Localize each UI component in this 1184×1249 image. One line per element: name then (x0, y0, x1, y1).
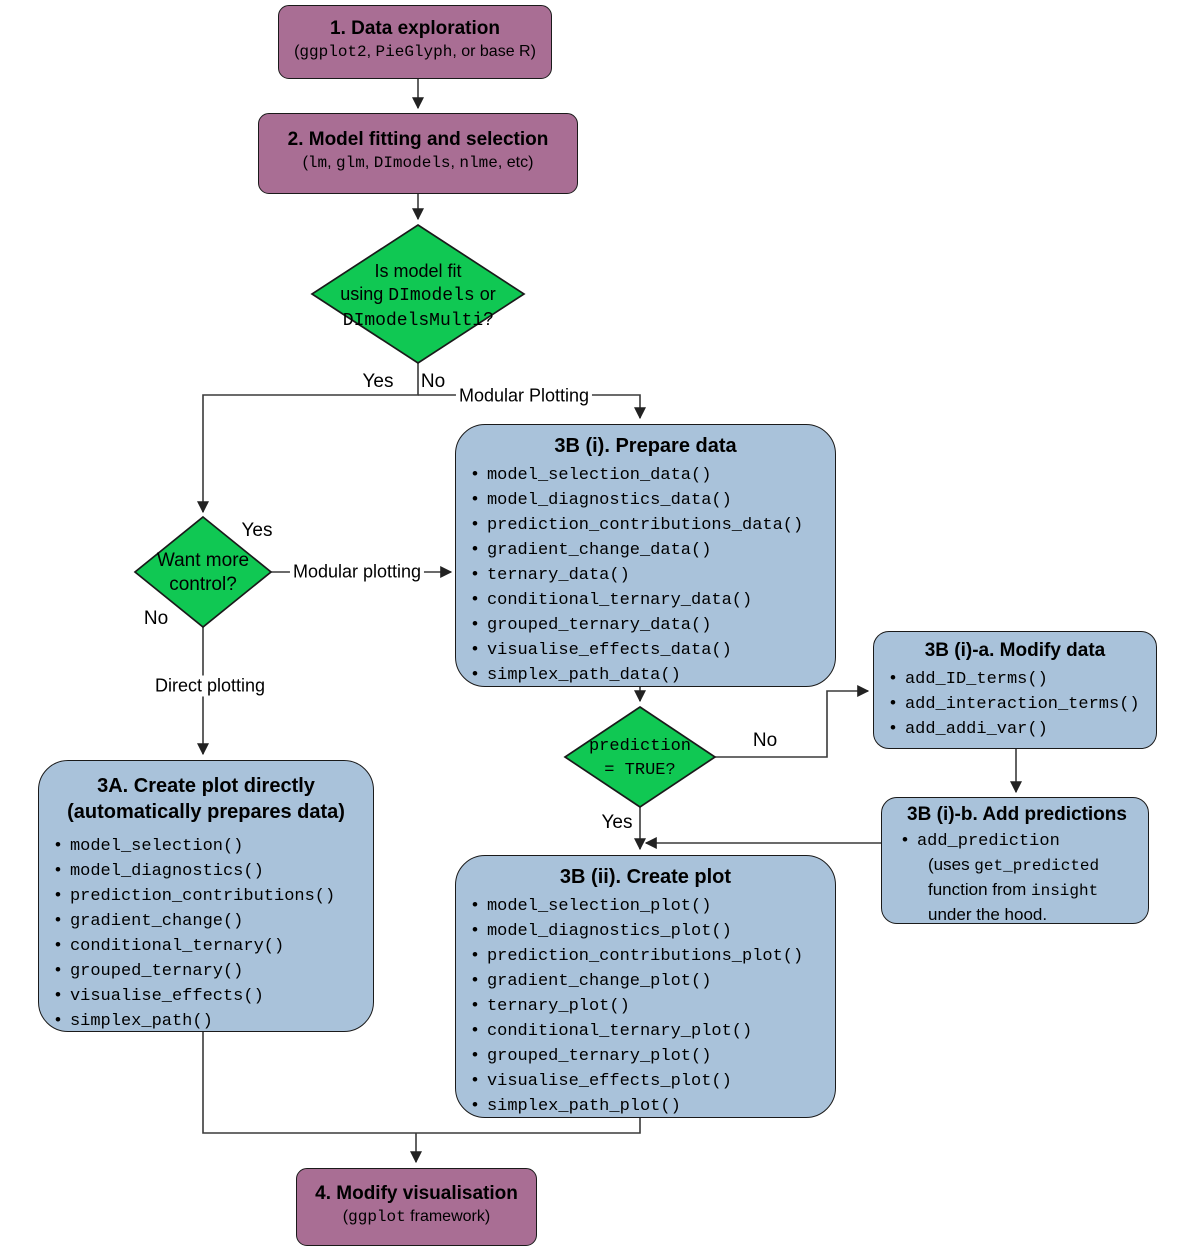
list-item: prediction_contributions_plot() (472, 943, 835, 968)
list-item: gradient_change() (55, 908, 373, 933)
decision-more-control-diamond (133, 515, 273, 629)
function-list: model_selection_plot()model_diagnostics_… (456, 893, 835, 1118)
list-item: ternary_plot() (472, 993, 835, 1018)
node-create-plot-modular: 3B (ii). Create plot model_selection_plo… (455, 855, 836, 1118)
list-item: grouped_ternary_plot() (472, 1043, 835, 1068)
list-item: model_selection_plot() (472, 893, 835, 918)
list-item: model_diagnostics_data() (472, 487, 835, 512)
decision-line: control? (169, 574, 237, 595)
list-item: grouped_ternary_data() (472, 612, 835, 637)
list-item: visualise_effects() (55, 983, 373, 1008)
edge-label-yes-top: Yes (362, 371, 394, 392)
list-item: model_selection() (55, 833, 373, 858)
list-item: conditional_ternary() (55, 933, 373, 958)
function-list: add_ID_terms()add_interaction_terms()add… (874, 666, 1156, 741)
list-item: add_ID_terms() (890, 666, 1156, 691)
list-item: prediction_contributions() (55, 883, 373, 908)
function-list: model_selection_data()model_diagnostics_… (456, 462, 835, 687)
list-item: visualise_effects_plot() (472, 1068, 835, 1093)
node-modify-visualisation: 4. Modify visualisation (ggplot framewor… (296, 1168, 537, 1246)
node-add-predictions: 3B (i)-b. Add predictions add_prediction… (881, 797, 1149, 924)
function-list: model_selection()model_diagnostics()pred… (39, 833, 373, 1033)
list-item: conditional_ternary_plot() (472, 1018, 835, 1043)
decision-prediction-diamond (563, 705, 717, 809)
node-title: 3B (i)-b. Add predictions (907, 804, 1127, 825)
node-title: 4. Modify visualisation (315, 1183, 518, 1204)
edge-decision3-no (715, 685, 870, 758)
list-item: prediction_contributions_data() (472, 512, 835, 537)
decision-more-control-text: Want more control? (133, 549, 273, 597)
edge-label-modular-plotting-mid: Modular plotting (289, 561, 425, 583)
node-title: 3B (ii). Create plot (559, 866, 732, 888)
list-item: simplex_path() (55, 1008, 373, 1033)
list-item: conditional_ternary_data() (472, 587, 835, 612)
decision-line: = TRUE? (604, 761, 676, 780)
decision-line: using DImodels or (340, 284, 496, 306)
decision-model-fit-text: Is model fit using DImodels or DImodelsM… (308, 260, 528, 333)
decision-prediction-text: prediction = TRUE? (565, 735, 715, 783)
node-subtitle: (lm, glm, DImodels, nlme, etc) (302, 154, 534, 172)
list-item: visualise_effects_data() (472, 637, 835, 662)
node-title: 1. Data exploration (330, 18, 500, 39)
node-subtitle: (ggplot framework) (342, 1208, 491, 1226)
node-subtitle: (ggplot2, PieGlyph, or base R) (294, 43, 536, 61)
note-line: function from insight (928, 880, 1099, 900)
list-item: add_prediction (902, 828, 1140, 853)
node-model-fitting: 2. Model fitting and selection (lm, glm,… (258, 113, 578, 194)
edge-label-no-prediction: No (752, 730, 778, 751)
list-item: simplex_path_data() (472, 662, 835, 687)
decision-line: DImodelsMulti? (342, 309, 494, 331)
list-item: add_addi_var() (890, 716, 1156, 741)
node-data-exploration: 1. Data exploration (ggplot2, PieGlyph, … (278, 5, 552, 79)
node-title: 3A. Create plot directly (97, 775, 315, 797)
node-title: 2. Model fitting and selection (287, 129, 549, 150)
list-item: gradient_change_plot() (472, 968, 835, 993)
edge-decision1-yes (197, 363, 419, 514)
note-line: under the hood. (928, 905, 1048, 924)
decision-model-fit-diamond (310, 223, 526, 365)
node-title: (automatically prepares data) (67, 801, 345, 823)
list-item: add_interaction_terms() (890, 691, 1156, 716)
node-prepare-data: 3B (i). Prepare data model_selection_dat… (455, 424, 836, 687)
edge-merge-bottom (202, 1032, 641, 1134)
list-item: ternary_data() (472, 562, 835, 587)
edge-label-no-control: No (143, 608, 169, 629)
edge-label-modular-plotting-top: Modular Plotting (455, 385, 593, 407)
list-item: gradient_change_data() (472, 537, 835, 562)
node-create-plot-directly: 3A. Create plot directly (automatically … (38, 760, 374, 1032)
list-item: model_diagnostics_plot() (472, 918, 835, 943)
list-item: model_diagnostics() (55, 858, 373, 883)
node-title: 3B (i). Prepare data (554, 435, 737, 457)
edge-label-no-top: No (420, 371, 446, 392)
node-title: 3B (i)-a. Modify data (924, 640, 1106, 661)
list-item: simplex_path_plot() (472, 1093, 835, 1118)
edge-label-yes-control: Yes (241, 520, 273, 541)
function-name: add_prediction (916, 832, 1060, 851)
edge-label-yes-prediction: Yes (601, 812, 633, 833)
edge-label-direct-plotting: Direct plotting (151, 675, 269, 697)
decision-line: Is model fit (374, 261, 462, 281)
list-item: grouped_ternary() (55, 958, 373, 983)
node-modify-data: 3B (i)-a. Modify data add_ID_terms()add_… (873, 631, 1157, 749)
list-item: model_selection_data() (472, 462, 835, 487)
decision-line: Want more (156, 550, 250, 571)
decision-line: prediction (588, 737, 692, 756)
note-line: (uses get_predicted (928, 855, 1100, 875)
